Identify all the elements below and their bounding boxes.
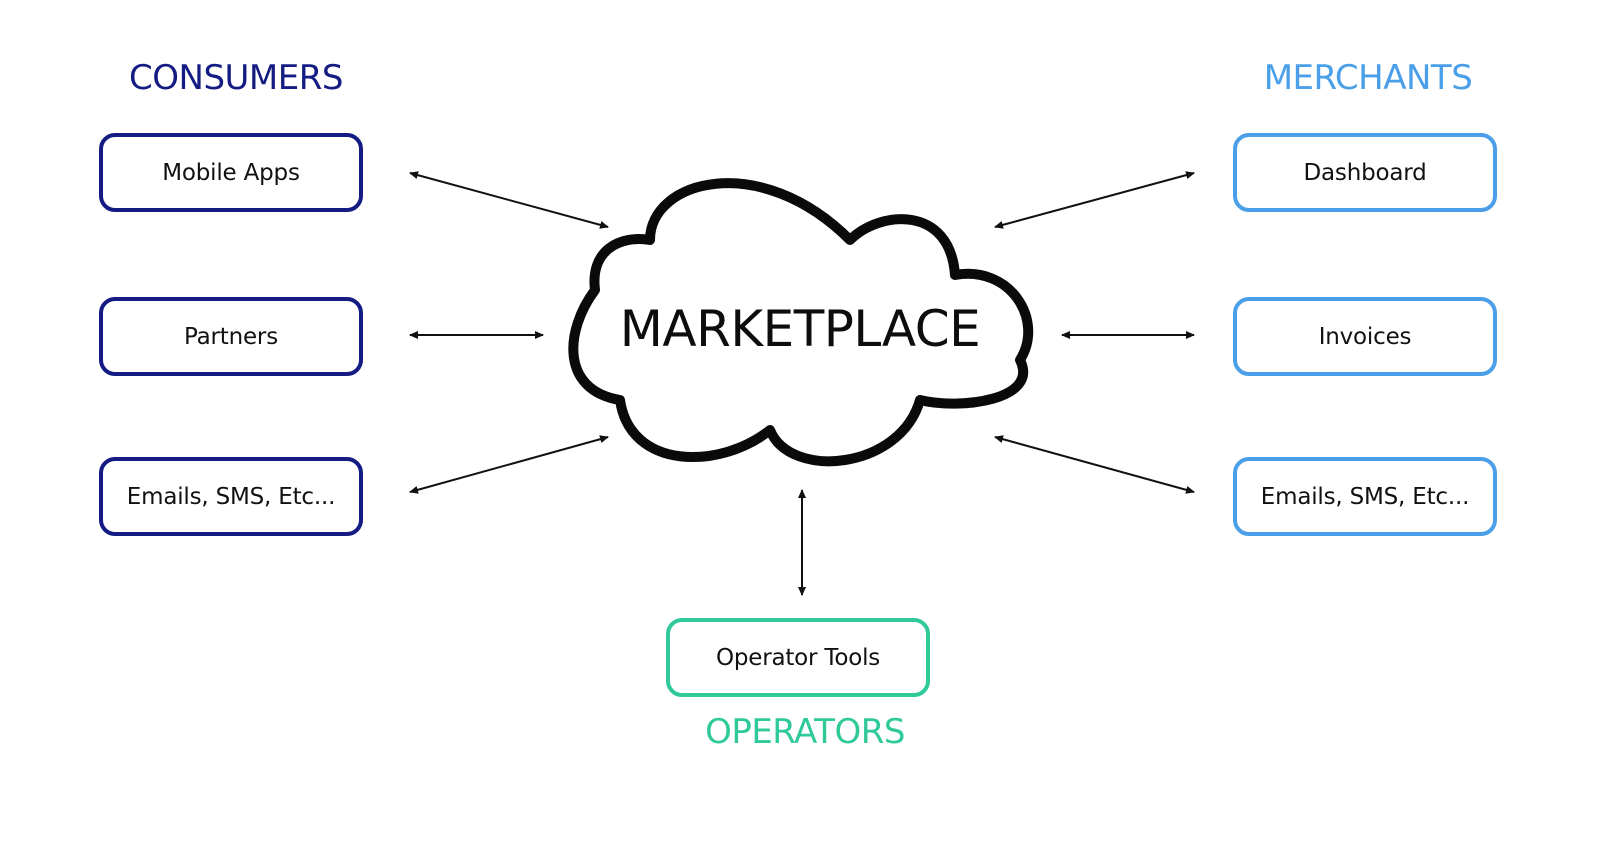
- arrow-mobile-apps: [409, 171, 609, 229]
- node-operator-tools: Operator Tools: [666, 618, 930, 697]
- node-invoices: Invoices: [1233, 297, 1497, 376]
- node-mobile-apps: Mobile Apps: [99, 133, 363, 212]
- node-partners: Partners: [99, 297, 363, 376]
- arrow-merchant-emails: [994, 435, 1195, 494]
- node-label: Operator Tools: [715, 644, 881, 671]
- cloud-icon: [568, 178, 1034, 467]
- node-dashboard: Dashboard: [1233, 133, 1497, 212]
- node-label: Invoices: [1318, 323, 1412, 350]
- arrow-consumer-emails: [409, 435, 609, 494]
- merchants-heading: MERCHANTS: [1263, 58, 1473, 98]
- operators-heading: OPERATORS: [705, 712, 905, 752]
- consumers-heading: CONSUMERS: [129, 58, 343, 98]
- marketplace-label: MARKETPLACE: [619, 300, 981, 358]
- node-label: Emails, SMS, Etc...: [126, 483, 336, 510]
- node-label: Emails, SMS, Etc...: [1260, 483, 1470, 510]
- node-label: Partners: [184, 323, 278, 350]
- node-label: Mobile Apps: [162, 159, 300, 186]
- node-consumer-emails-sms: Emails, SMS, Etc...: [99, 457, 363, 536]
- node-merchant-emails-sms: Emails, SMS, Etc...: [1233, 457, 1497, 536]
- arrow-dashboard: [994, 171, 1195, 229]
- node-label: Dashboard: [1303, 159, 1427, 186]
